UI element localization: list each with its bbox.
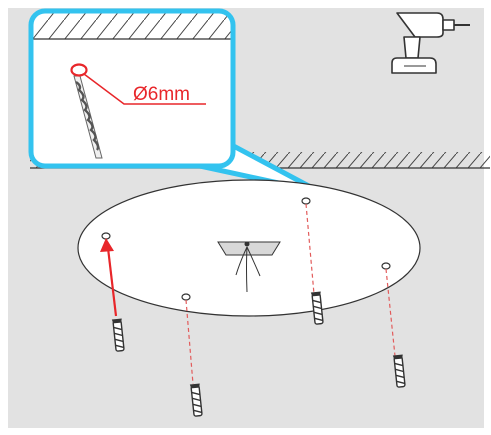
wall-anchor-icon — [189, 383, 203, 417]
mounting-plate-icon — [77, 179, 421, 317]
wall-anchor-icon — [111, 318, 125, 352]
hole-diameter-label: Ø6mm — [133, 84, 190, 105]
insert-arrow — [100, 238, 118, 317]
wall-anchor-icon — [310, 291, 324, 325]
dimension-leader — [83, 73, 206, 105]
callout-detail: Ø6mm — [28, 8, 236, 169]
guide-line — [385, 268, 396, 357]
drill-icon — [391, 12, 470, 74]
cable-opening — [217, 241, 281, 256]
screw-hole — [301, 197, 311, 205]
alignment-guides — [185, 203, 396, 385]
wall-anchor-icon — [392, 354, 406, 388]
guide-line — [185, 299, 194, 385]
screw-hole — [181, 293, 191, 301]
hole-marker — [70, 63, 88, 77]
screw-hole — [381, 262, 391, 270]
guide-line — [305, 203, 315, 295]
cable-wires — [235, 246, 261, 293]
